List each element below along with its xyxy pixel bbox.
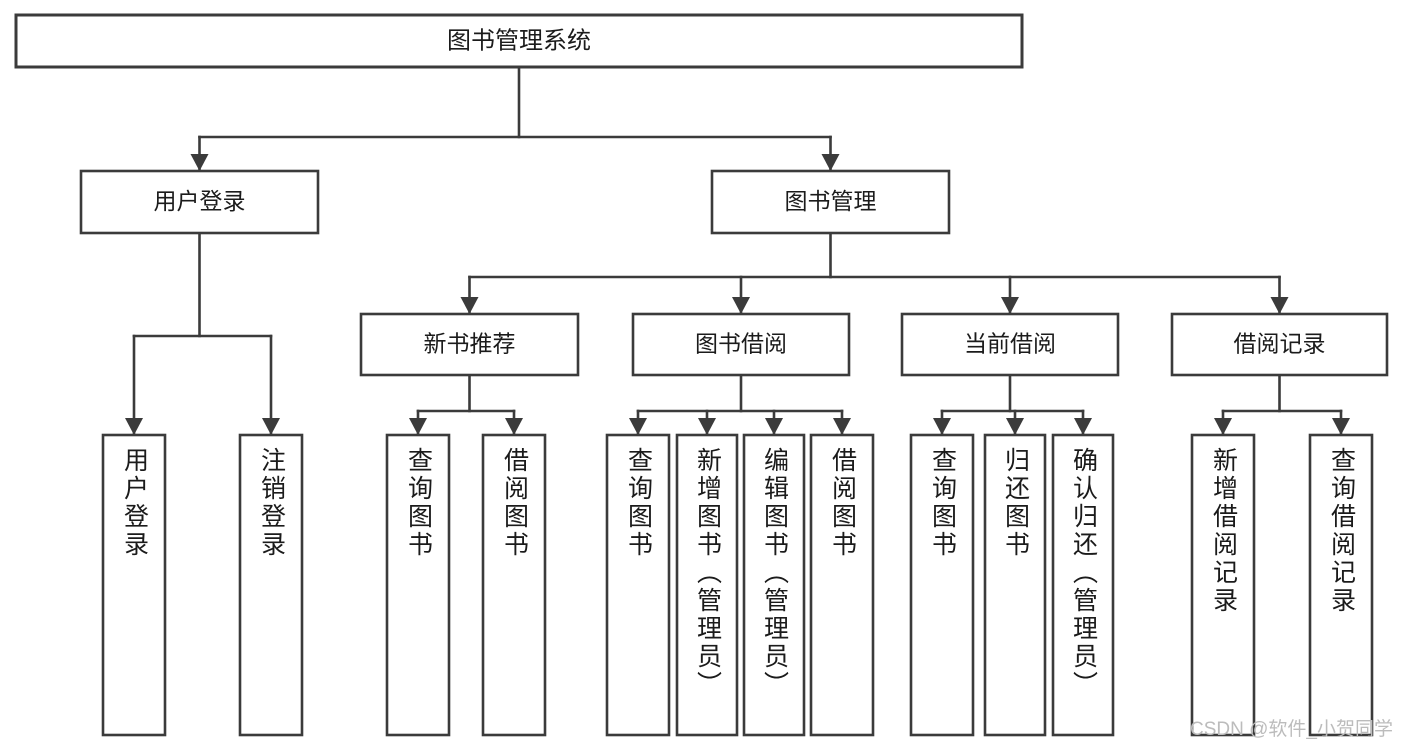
arrowhead-userlogin-1: [262, 418, 280, 435]
arrowhead-n3-1-2: [765, 418, 783, 435]
node-label-book-borrow: 图书借阅: [695, 331, 787, 357]
node-box-book-manage[interactable]: [710, 169, 951, 235]
node-box-leaf-user-logout[interactable]: [238, 433, 304, 737]
arrowhead-n3-0-0: [409, 418, 427, 435]
node-box-leaf-query-book-2[interactable]: [605, 433, 671, 737]
node-box-leaf-borrow-book-2[interactable]: [809, 433, 875, 737]
node-box-leaf-confirm-return[interactable]: [1051, 433, 1115, 737]
arrowhead-userlogin-0: [125, 418, 143, 435]
node-box-leaf-query-book-3[interactable]: [909, 433, 975, 737]
node-label-root: 图书管理系统: [447, 27, 591, 54]
node-box-leaf-query-record[interactable]: [1308, 433, 1374, 737]
arrowhead-bookmanage-0: [460, 297, 479, 314]
arrowhead-n3-1-0: [629, 418, 647, 435]
arrowhead-bookmanage-1: [732, 297, 750, 314]
node-label-current-borrow: 当前借阅: [964, 331, 1056, 357]
arrowhead-n3-0-1: [505, 418, 523, 435]
node-box-leaf-query-book-1[interactable]: [385, 433, 451, 737]
connector-layer: [125, 65, 1350, 435]
arrowhead-bookmanage-3: [1270, 297, 1289, 314]
node-box-new-book-rec[interactable]: [359, 312, 580, 377]
node-label-book-manage: 图书管理: [785, 188, 877, 214]
arrowhead-n3-2-0: [933, 418, 951, 435]
node-box-leaf-add-book[interactable]: [675, 433, 739, 737]
node-label-user-login: 用户登录: [154, 188, 246, 214]
arrowhead-bookmanage-2: [1001, 297, 1019, 314]
arrowhead-n3-3-0: [1214, 418, 1232, 435]
arrowhead-root-0: [190, 154, 209, 171]
node-box-root[interactable]: [14, 13, 1024, 69]
node-box-leaf-return-book[interactable]: [983, 433, 1047, 737]
arrowhead-n3-2-2: [1074, 418, 1092, 435]
node-box-leaf-edit-book[interactable]: [742, 433, 806, 737]
node-box-borrow-record[interactable]: [1170, 312, 1389, 377]
node-box-leaf-add-record[interactable]: [1190, 433, 1256, 737]
arrowhead-n3-3-1: [1332, 418, 1350, 435]
node-box-user-login[interactable]: [79, 169, 320, 235]
arrowhead-n3-1-3: [833, 418, 851, 435]
watermark-text: CSDN @软件_小贺同学: [1190, 719, 1393, 740]
node-label-borrow-record: 借阅记录: [1234, 331, 1326, 357]
node-label-new-book-rec: 新书推荐: [424, 331, 516, 357]
node-box-current-borrow[interactable]: [900, 312, 1120, 377]
node-box-leaf-borrow-book-1[interactable]: [481, 433, 547, 737]
arrowhead-root-1: [821, 154, 840, 171]
node-box-book-borrow[interactable]: [631, 312, 851, 377]
node-box-leaf-user-login[interactable]: [101, 433, 167, 737]
arrowhead-n3-2-1: [1006, 418, 1024, 435]
arrowhead-n3-1-1: [698, 418, 716, 435]
